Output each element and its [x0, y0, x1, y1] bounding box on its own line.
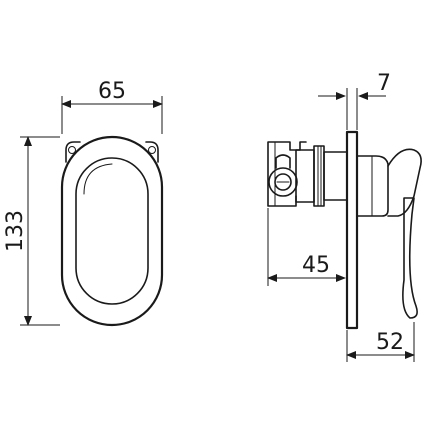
dimension-body-depth: 45 — [267, 208, 346, 286]
handle-highlight — [83, 163, 113, 195]
dimension-plate-thickness: 7 — [318, 71, 391, 130]
trim-body — [356, 155, 389, 217]
valve-thread — [313, 145, 325, 207]
bracket-right-tab — [145, 141, 159, 163]
bracket-screw-left — [68, 146, 76, 154]
dimension-total-depth: 52 — [346, 322, 415, 362]
outlet-port-inner — [274, 173, 292, 191]
dimension-width-front: 65 — [61, 79, 163, 134]
bracket-screw-right — [148, 146, 156, 154]
dimension-height-front: 133 — [3, 136, 60, 326]
dimension-label-body-depth: 45 — [302, 253, 330, 278]
dimension-label-height: 133 — [3, 210, 28, 252]
outlet-port — [268, 167, 298, 197]
front-view — [60, 135, 164, 327]
side-handle-lever — [387, 148, 422, 217]
port-cap — [275, 154, 291, 169]
valve-body — [295, 149, 315, 203]
side-view — [267, 130, 422, 330]
handle-lever — [75, 157, 149, 305]
dimension-label-total-depth: 52 — [376, 330, 404, 355]
side-handle-grip — [402, 197, 418, 319]
valve-bracket — [267, 141, 307, 207]
cover-plate-outer — [60, 135, 164, 327]
cartridge-housing — [323, 151, 348, 201]
dimension-label-width: 65 — [98, 79, 126, 104]
wall-plate — [345, 130, 359, 330]
bracket-left-tab — [65, 141, 81, 163]
dimension-label-thickness: 7 — [377, 71, 391, 96]
